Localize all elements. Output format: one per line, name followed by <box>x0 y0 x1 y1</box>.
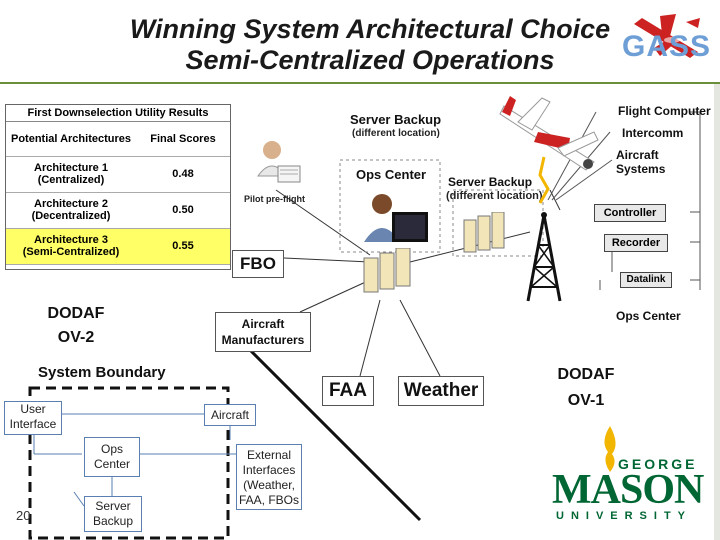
datalink-box: Datalink <box>620 272 672 288</box>
external-interfaces-box: External Interfaces (Weather, FAA, FBOs <box>236 444 302 510</box>
score-cell: 0.55 <box>136 228 230 265</box>
weather-box: Weather <box>398 376 484 406</box>
server-backup-sublabel: (different location) <box>352 128 440 139</box>
utility-table-grid: Potential Architectures Final Scores Arc… <box>6 122 230 265</box>
table-row: Architecture 2(Decentralized) 0.50 <box>6 192 230 229</box>
airplane-icon <box>499 96 599 171</box>
aircraft-systems-label: Aircraft Systems <box>616 148 665 176</box>
ops-center-bottom-label: Ops Center <box>616 309 681 323</box>
fbo-box: FBO <box>232 250 284 278</box>
backup-servers <box>462 211 508 254</box>
utility-header-architectures: Potential Architectures <box>6 122 136 157</box>
table-row-highlighted: Architecture 3(Semi-Centralized) 0.55 <box>6 228 230 265</box>
utility-results-table: First Downselection Utility Results Pote… <box>5 104 231 270</box>
aircraft-manufacturers-line2: Manufacturers <box>221 333 305 347</box>
dodaf-ov1-line2: OV-1 <box>567 392 605 409</box>
ov2-diagram-lines <box>28 386 236 540</box>
page-number: 20 <box>16 508 31 523</box>
server-backup2-label: Server Backup <box>448 175 533 189</box>
pilot-figure <box>250 136 304 192</box>
ov2-ops-center-line1: Ops <box>100 442 123 456</box>
mason-university-text: UNIVERSITY <box>556 510 693 522</box>
right-edge-bar <box>714 84 720 540</box>
external-line2: Interfaces <box>242 463 296 477</box>
slide-title: Winning System Architectural Choice Semi… <box>100 14 640 76</box>
recorder-box: Recorder <box>604 234 668 252</box>
gass-logo: GASS <box>620 8 712 70</box>
server-rack-icon <box>363 247 411 293</box>
intercomm-label: Intercomm <box>622 126 684 140</box>
george-mason-logo: GEORGE MASON UNIVERSITY <box>552 424 712 528</box>
title-line-1: Winning System Architectural Choice <box>129 14 611 44</box>
aircraft-systems-line2: Systems <box>616 162 666 176</box>
architecture-cell: Architecture 3(Semi-Centralized) <box>6 228 136 265</box>
architecture-type: (Decentralized) <box>31 210 111 222</box>
ov2-ops-center-line2: Center <box>93 457 131 471</box>
operator-figure <box>358 186 432 248</box>
gass-logo-text: GASS <box>622 30 712 63</box>
dodaf-ov2-line1: DODAF <box>47 305 105 322</box>
architecture-cell: Architecture 2(Decentralized) <box>6 192 136 229</box>
utility-table-header-row: Potential Architectures Final Scores <box>6 122 230 157</box>
system-boundary-label: System Boundary <box>38 364 166 381</box>
user-interface-box: User Interface <box>4 401 62 435</box>
server-backup-label: Server Backup <box>350 112 442 127</box>
architecture-name: Architecture 1 <box>34 162 108 174</box>
radio-tower-icon <box>526 156 562 302</box>
ov2-server-backup-line1: Server <box>95 499 131 513</box>
aircraft-box: Aircraft <box>204 404 256 426</box>
external-line4: FAA, FBOs <box>238 493 299 507</box>
radio-tower <box>520 155 568 305</box>
aircraft-systems-line1: Aircraft <box>616 148 659 162</box>
architecture-type: (Semi-Centralized) <box>22 246 120 258</box>
dodaf-ov1-line1: DODAF <box>557 366 615 383</box>
pilot-icon <box>257 141 301 183</box>
external-line1: External <box>246 448 292 462</box>
architecture-type: (Centralized) <box>37 174 105 186</box>
mason-george-text: GEORGE <box>618 456 698 472</box>
gass-airplane-icon <box>634 14 700 58</box>
title-line-2: Semi-Centralized Operations <box>185 45 555 75</box>
flight-computer-label: Flight Computer <box>618 104 711 118</box>
title-divider <box>0 82 720 84</box>
ov2-ops-center-box: Ops Center <box>84 437 140 477</box>
ops-center-label: Ops Center <box>356 167 427 182</box>
score-cell: 0.50 <box>136 192 230 229</box>
server-rack-icon <box>463 211 505 253</box>
dodaf-ov2-label: DODAF OV-2 <box>38 302 114 350</box>
ov2-server-backup-line2: Backup <box>92 514 134 528</box>
dodaf-ov2-line2: OV-2 <box>57 329 95 346</box>
ops-servers <box>362 247 414 294</box>
ov2-server-backup-box: Server Backup <box>84 496 142 532</box>
mason-flame-icon <box>604 426 616 472</box>
dodaf-ov1-label: DODAF OV-1 <box>548 362 624 414</box>
architecture-name: Architecture 2 <box>34 198 108 210</box>
architecture-cell: Architecture 1(Centralized) <box>6 156 136 193</box>
user-interface-line1: User <box>20 402 46 416</box>
user-interface-line2: Interface <box>9 417 57 431</box>
mason-wordmark: MASON <box>552 467 704 513</box>
aircraft-manufacturers-line1: Aircraft <box>241 317 285 331</box>
operator-icon <box>364 194 428 242</box>
table-row: Architecture 1(Centralized) 0.48 <box>6 156 230 193</box>
faa-box: FAA <box>322 376 374 406</box>
external-line3: (Weather, <box>243 478 295 492</box>
aircraft-figure <box>498 92 616 182</box>
score-cell: 0.48 <box>136 156 230 193</box>
utility-header-scores: Final Scores <box>136 122 230 157</box>
controller-box: Controller <box>594 204 666 222</box>
architecture-name: Architecture 3 <box>34 234 108 246</box>
utility-table-title: First Downselection Utility Results <box>6 105 230 122</box>
server-backup2-sublabel: (different location) <box>446 190 543 202</box>
aircraft-manufacturers-box: Aircraft Manufacturers <box>215 312 311 352</box>
pilot-preflight-label: Pilot pre-flight <box>244 194 305 204</box>
